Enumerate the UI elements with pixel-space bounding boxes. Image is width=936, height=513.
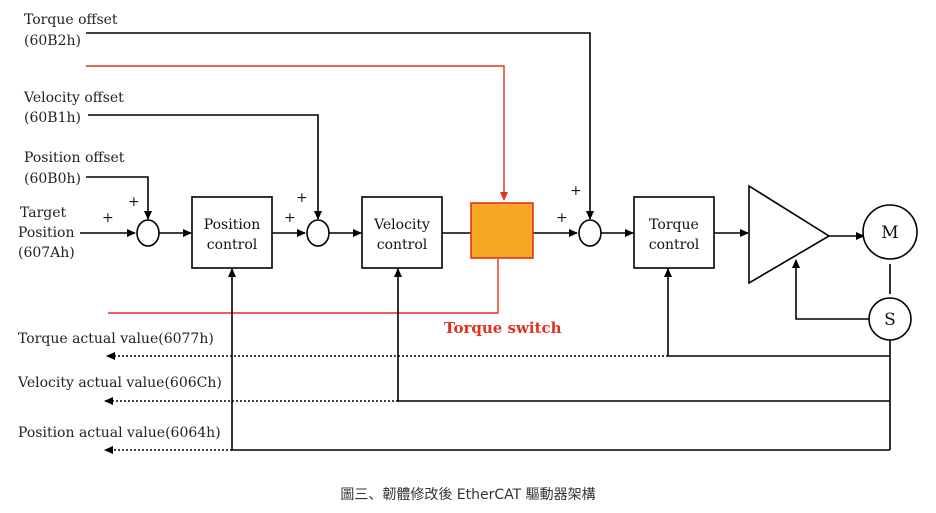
target-position-index: (607Ah): [18, 245, 75, 261]
torque-actual-label: Torque actual value(6077h): [18, 331, 214, 347]
velocity-control-label: Velocity: [373, 217, 430, 233]
plus-sign: +: [102, 210, 114, 226]
velocity-offset-label: Velocity offset: [23, 90, 124, 106]
motor-circle: [862, 204, 918, 260]
position-control-label: control: [207, 237, 258, 253]
sensor-label: S: [884, 310, 896, 330]
torque-switch-block: [470, 202, 534, 259]
torque-offset-index: (60B2h): [24, 33, 81, 49]
plus-sign: +: [296, 190, 308, 206]
plus-sign: +: [570, 183, 582, 199]
current-feedback-line: [792, 259, 869, 320]
torque-switch-feedback-line: [108, 259, 499, 314]
velocity-summing-junction: [306, 219, 330, 247]
position-summing-junction: [136, 219, 160, 247]
position-offset-index: (60B0h): [24, 171, 81, 187]
torque-switch-label: Torque switch: [444, 319, 562, 337]
velocity-control-label: control: [377, 237, 428, 253]
plus-sign: +: [284, 210, 296, 226]
position-feedback-line: [228, 268, 890, 451]
target-position-label-1: Target: [20, 205, 67, 221]
torque-switch-command-line: [86, 65, 508, 201]
velocity-offset-line: [88, 114, 322, 220]
velocity-actual-label: Velocity actual value(606Ch): [17, 375, 222, 391]
torque-control-label: Torque: [649, 217, 699, 233]
position-control-block: [191, 196, 273, 269]
motor-label: M: [881, 223, 898, 243]
velocity-offset-index: (60B1h): [24, 110, 81, 126]
torque-control-block: [633, 196, 715, 269]
position-offset-line: [86, 176, 152, 220]
torque-offset-label: Torque offset: [24, 12, 118, 28]
target-position-label-2: Position: [18, 225, 75, 241]
position-offset-label: Position offset: [24, 150, 125, 166]
torque-summing-junction: [578, 219, 602, 247]
figure-caption: 圖三、韌體修改後 EtherCAT 驅動器架構: [340, 487, 595, 503]
velocity-control-block: [361, 196, 443, 269]
position-control-label: Position: [204, 217, 261, 233]
torque-feedback-line: [664, 268, 890, 357]
torque-control-label: control: [649, 237, 700, 253]
position-actual-label: Position actual value(6064h): [18, 425, 221, 441]
plus-sign: +: [128, 194, 140, 210]
plus-sign: +: [556, 210, 568, 226]
torque-offset-line: [86, 32, 594, 220]
amplifier-triangle: [748, 184, 831, 285]
